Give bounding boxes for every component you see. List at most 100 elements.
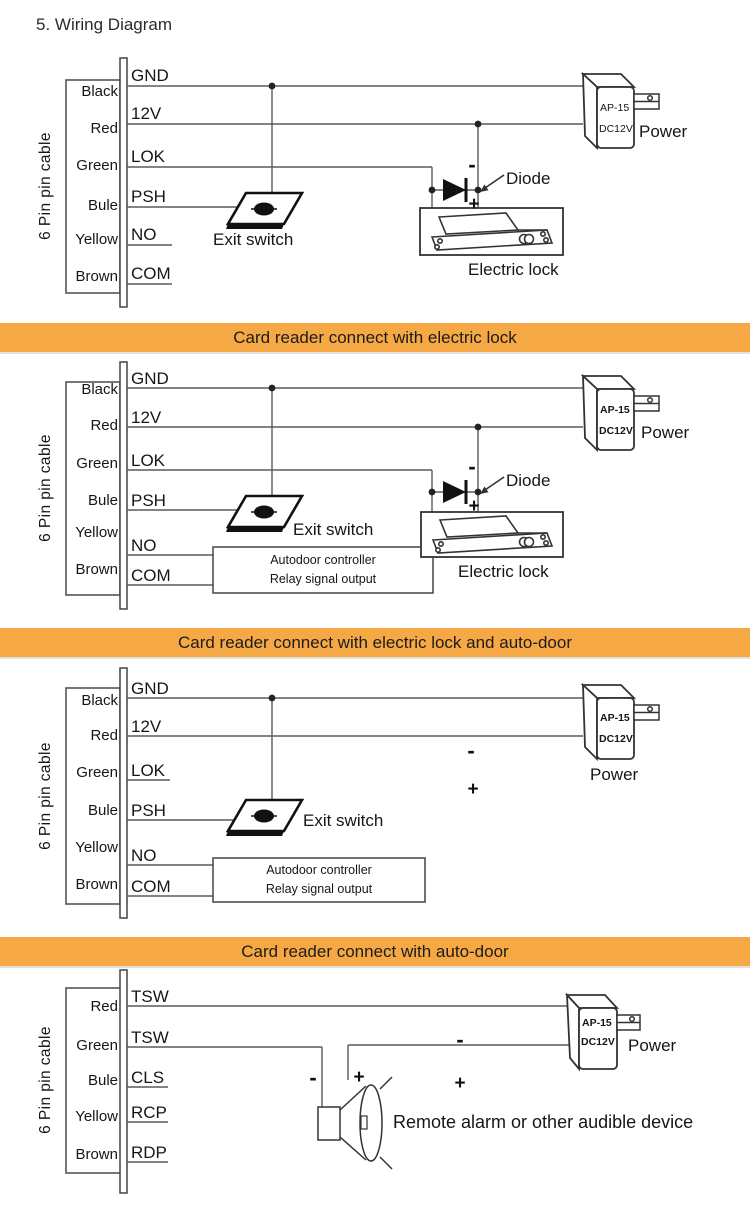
controller-label-line1: Autodoor controller	[266, 863, 372, 877]
wire-color-label: Black	[81, 381, 118, 398]
signal-label: TSW	[131, 1028, 169, 1047]
alarm-label: Remote alarm or other audible device	[393, 1112, 694, 1132]
autodoor-controller-box	[212, 546, 434, 594]
signal-label: PSH	[131, 187, 166, 206]
power-model: AP-15	[600, 102, 630, 114]
wire-color-label: Green	[76, 1037, 118, 1054]
power-model: AP-15	[582, 1017, 612, 1029]
wire-color-label: Brown	[75, 561, 118, 578]
controller-label-line2: Relay signal output	[265, 882, 373, 896]
wire-color-label: Yellow	[75, 1108, 118, 1125]
banner-label: Card reader connect with auto-door	[241, 941, 509, 961]
power-adapter-icon	[564, 992, 641, 1072]
cable-box	[65, 79, 121, 294]
diagram-4-art	[65, 969, 641, 1194]
power-model: AP-15	[600, 712, 630, 724]
wire-color-label: Yellow	[75, 231, 118, 248]
wire-color-label: Green	[76, 157, 118, 174]
wires	[127, 697, 583, 897]
signal-label: LOK	[131, 761, 166, 780]
diagram-3-art	[65, 667, 660, 919]
wire-color-label: Black	[81, 692, 118, 709]
junction-dots	[268, 384, 482, 496]
signal-label: COM	[131, 264, 171, 283]
junction-dots	[268, 82, 482, 194]
connector-strip	[119, 361, 128, 610]
speaker-icon	[317, 1076, 393, 1170]
minus-sign: -	[456, 1027, 464, 1052]
banner-label: Card reader connect with electric lock a…	[177, 632, 573, 652]
diode-arrow	[480, 476, 505, 494]
signal-label: PSH	[131, 491, 166, 510]
signal-label: COM	[131, 877, 171, 896]
power-label: Power	[590, 765, 639, 784]
wire-color-label: Red	[90, 727, 118, 744]
signal-label: GND	[131, 369, 169, 388]
wire-color-label: Bule	[87, 1072, 118, 1089]
cable-label: 6 Pin pin cable	[37, 1026, 54, 1134]
page-title: 5. Wiring Diagram	[36, 15, 173, 34]
wires	[127, 1005, 579, 1163]
minus-sign: -	[468, 152, 476, 177]
wire-color-label: Yellow	[75, 524, 118, 541]
power-voltage: DC12V	[581, 1036, 615, 1048]
electric-lock-icon	[419, 207, 564, 256]
plus-sign: +	[353, 1067, 365, 1088]
wire-color-label: Brown	[75, 876, 118, 893]
power-voltage: DC12V	[599, 123, 633, 135]
electric-lock-label: Electric lock	[458, 562, 549, 581]
cable-label: 6 Pin pin cable	[37, 742, 54, 850]
power-label: Power	[628, 1036, 677, 1055]
wire-color-label: Green	[76, 764, 118, 781]
minus-sign: -	[468, 454, 476, 479]
wire-color-label: Black	[81, 83, 118, 100]
power-adapter-icon	[580, 682, 660, 762]
plus-sign: +	[467, 779, 479, 800]
exit-switch-icon	[225, 798, 305, 836]
wire-color-label: Bule	[87, 492, 118, 509]
minus-sign: -	[467, 738, 475, 763]
signal-label: TSW	[131, 987, 169, 1006]
diode-icon	[443, 178, 468, 202]
minus-sign: -	[309, 1065, 317, 1090]
connector-strip	[119, 667, 128, 919]
exit-switch-icon	[225, 494, 305, 532]
signal-label: GND	[131, 679, 169, 698]
exit-switch-icon	[225, 191, 305, 229]
signal-label: LOK	[131, 147, 166, 166]
connector-strip	[119, 57, 128, 308]
power-voltage: DC12V	[599, 425, 633, 437]
diode-label: Diode	[506, 169, 551, 188]
diagram-2-art	[65, 361, 660, 610]
signal-label: RCP	[131, 1103, 167, 1122]
power-adapter-icon	[580, 71, 660, 151]
signal-label: CLS	[131, 1068, 165, 1087]
power-voltage: DC12V	[599, 733, 633, 745]
wire-color-label: Brown	[75, 268, 118, 285]
autodoor-controller-box	[212, 857, 426, 903]
cable-label: 6 Pin pin cable	[37, 132, 54, 240]
power-label: Power	[641, 423, 690, 442]
section-banner-1: Card reader connect with electric lock	[0, 323, 750, 352]
wire-color-label: Red	[90, 120, 118, 137]
power-adapter-icon	[580, 373, 660, 453]
wire-color-label: Yellow	[75, 839, 118, 856]
wire-color-label: Brown	[75, 1146, 118, 1163]
diode-icon	[443, 480, 468, 504]
signal-label: COM	[131, 566, 171, 585]
signal-label: RDP	[131, 1143, 167, 1162]
section-banner-3: Card reader connect with auto-door	[0, 937, 750, 966]
junction-dot	[268, 694, 276, 702]
controller-label-line2: Relay signal output	[269, 572, 377, 586]
signal-label: LOK	[131, 451, 166, 470]
wire-color-label: Bule	[87, 197, 118, 214]
signal-label: 12V	[131, 408, 162, 427]
controller-label-line1: Autodoor controller	[270, 553, 376, 567]
cable-box	[65, 687, 121, 905]
banner-label: Card reader connect with electric lock	[233, 327, 517, 347]
signal-label: 12V	[131, 104, 162, 123]
diode-arrow	[480, 174, 505, 192]
power-model: AP-15	[600, 404, 630, 416]
